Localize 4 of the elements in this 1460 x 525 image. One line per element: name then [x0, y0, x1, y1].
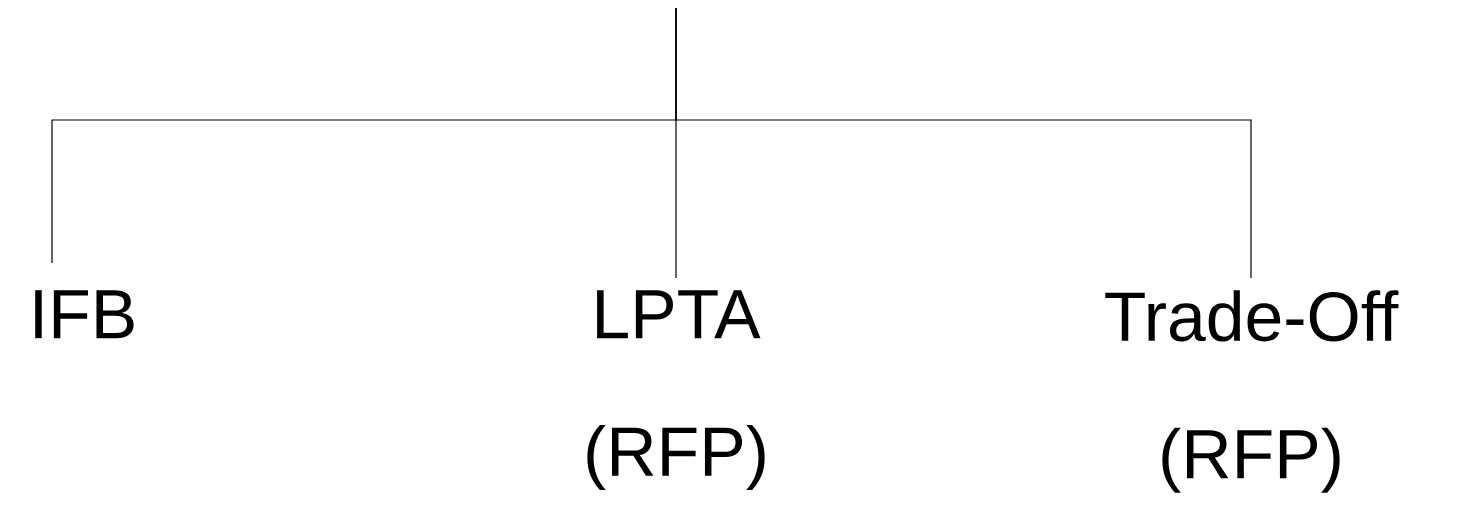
connector-line: [675, 7, 1252, 279]
node-label: LPTA (RFP): [587, 290, 765, 491]
node-label: Trade-Off (RFP): [1105, 290, 1399, 493]
node-label: IFB: [35, 290, 134, 339]
